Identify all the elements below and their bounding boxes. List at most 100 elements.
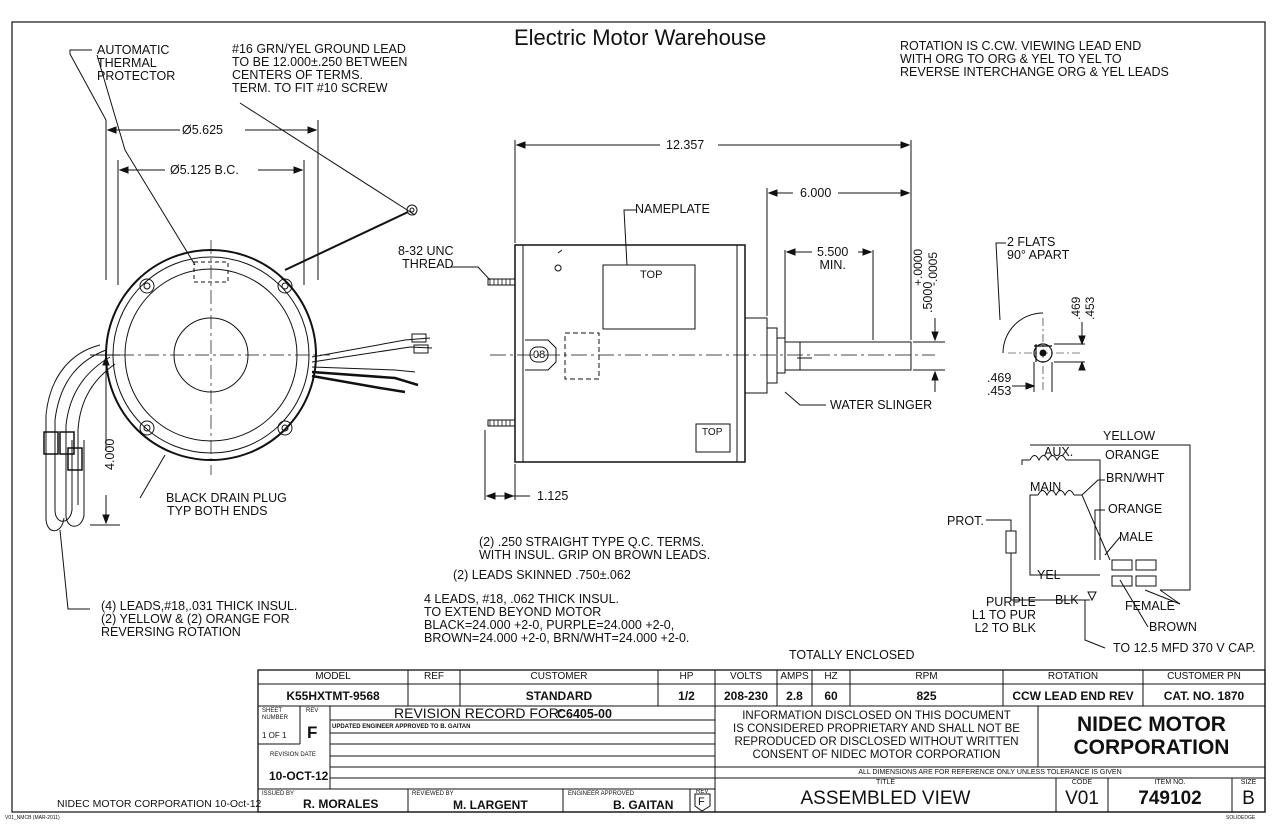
shaft-tol-plus: +.0000 (911, 249, 925, 286)
callout-line: (2) .250 STRAIGHT TYPE Q.C. TERMS. (479, 535, 705, 549)
wire-label-brown: BROWN (1149, 620, 1197, 634)
size-label: SIZE (1240, 779, 1257, 786)
size-value: B (1242, 788, 1255, 809)
connector-label-female: FEMALE (1125, 599, 1176, 613)
callout-line: WITH INSUL. GRIP ON BROWN LEADS. (479, 548, 711, 562)
wire-label-yellow: YELLOW (1103, 429, 1156, 443)
stud-length-dim: 1.125 (537, 489, 569, 503)
disclosure-line: IS CONSIDERED PROPRIETARY AND SHALL NOT … (733, 723, 1020, 735)
capacitor-note: TO 12.5 MFD 370 V CAP. (1113, 641, 1256, 655)
callout-line: TO EXTEND BEYOND MOTOR (424, 605, 602, 619)
callout-line: AUTOMATIC (97, 43, 170, 57)
revision-record-id: C6405-00 (557, 707, 612, 721)
height-dim-label: 4.000 (103, 439, 117, 470)
disclosure-line: CONSENT OF NIDEC MOTOR CORPORATION (752, 749, 1001, 761)
reviewed-by-label: REVIEWED BY (412, 791, 454, 797)
enclosure-label: TOTALLY ENCLOSED (789, 648, 915, 662)
min-length-dim: 5.500 MIN. (817, 246, 848, 272)
callout-line: BROWN=24.000 +2-0, BRN/WHT=24.000 +2-0. (424, 631, 690, 645)
issued-by-label: ISSUED BY (262, 791, 295, 797)
header-volts: VOLTS (729, 671, 763, 682)
header-customer: CUSTOMER (530, 671, 588, 682)
rotation-note-line: ROTATION IS C.CW. VIEWING LEAD END (900, 39, 1142, 53)
dimensions-note: ALL DIMENSIONS ARE FOR REFERENCE ONLY UN… (858, 769, 1122, 776)
revision-date-label: REVISION DATE (270, 752, 316, 758)
callout-line: TERM. TO FIT #10 SCREW (232, 81, 388, 95)
wire-label-brn-wht: BRN/WHT (1106, 471, 1165, 485)
title-block-grid (257, 669, 1266, 813)
header-ref: REF (424, 671, 444, 682)
note-line: L2 TO BLK (974, 621, 1036, 635)
callout-line: BLACK=24.000 +2-0, PURPLE=24.000 +2-0, (424, 618, 675, 632)
code-label: CODE (1071, 779, 1093, 786)
disclosure-line: REPRODUCED OR DISCLOSED WITHOUT WRITTEN (734, 736, 1019, 748)
dim-line: .469 (987, 371, 1012, 385)
company-line: NIDEC MOTOR (1077, 713, 1226, 736)
rotation-note-line: WITH ORG TO ORG & YEL TO YEL TO (900, 52, 1122, 66)
nameplate-callout: NAMEPLATE (635, 202, 710, 216)
engineer-label: ENGINEER APPROVED (568, 791, 635, 797)
connector-label-male: MALE (1119, 530, 1154, 544)
issued-by-value: R. MORALES (303, 797, 379, 811)
rev-small-value: F (698, 796, 705, 808)
callout-line: 2 FLATS (1007, 235, 1056, 249)
wiring-diagram (986, 444, 1191, 649)
callout-line: TYP BOTH ENDS (167, 504, 268, 518)
wire-label-yel: YEL (1037, 568, 1061, 582)
note-line: PURPLE (985, 595, 1036, 609)
thread-callout: 8-32 UNC THREAD (398, 245, 454, 271)
rev-value: F (307, 723, 318, 742)
dim-line: .453 (987, 384, 1012, 398)
item-value: 749102 (1138, 788, 1202, 809)
value-hp: 1/2 (678, 689, 695, 703)
value-rotation: CCW LEAD END REV (1012, 689, 1134, 703)
value-hz: 60 (824, 689, 838, 703)
four-leads-callout: 4 LEADS, #18, .062 THICK INSUL. TO EXTEN… (424, 593, 689, 645)
header-hp: HP (679, 671, 694, 682)
callout-line: (4) LEADS,#18,.031 THICK INSUL. (101, 599, 298, 613)
top-label: TOP (702, 427, 723, 438)
side-view (450, 140, 945, 500)
value-customer: STANDARD (525, 689, 593, 703)
title-label: TITLE (875, 779, 896, 786)
end-view (43, 49, 433, 610)
outer-diameter-dim: Ø5.625 (182, 123, 224, 137)
callout-line: THERMAL (97, 56, 157, 70)
header-customer-pn: CUSTOMER PN (1167, 671, 1241, 682)
flat-dim-b: .453 (1083, 296, 1097, 320)
rotation-note: ROTATION IS C.CW. VIEWING LEAD END WITH … (900, 40, 1169, 79)
callout-line: (2) YELLOW & (2) ORANGE FOR (101, 612, 290, 626)
wire-label-orange: ORANGE (1105, 448, 1160, 462)
flats-callout: 2 FLATS 90° APART (1007, 236, 1069, 262)
disclosure-note: INFORMATION DISCLOSED ON THIS DOCUMENT I… (715, 710, 1038, 762)
label-line: NUMBER (262, 715, 289, 721)
footer-company-date: NIDEC MOTOR CORPORATION 10-Oct-12 (57, 798, 262, 810)
skinned-leads-callout: (2) LEADS SKINNED .750±.062 (453, 568, 631, 582)
value-rpm: 825 (916, 689, 937, 703)
winding-label-aux: AUX. (1044, 445, 1074, 459)
rev-label: REV (306, 708, 319, 714)
item-label: ITEM NO. (1154, 779, 1186, 786)
header-model: MODEL (315, 671, 351, 682)
rotation-note-line: REVERSE INTERCHANGE ORG & YEL LEADS (900, 65, 1169, 79)
engineer-value: B. GAITAN (613, 798, 674, 812)
sheet-value: 1 OF 1 (262, 731, 287, 740)
callout-line: REVERSING ROTATION (101, 625, 241, 639)
footer-form-code: V01_NMCB (MAR-2011) (5, 815, 60, 821)
header-rpm: RPM (915, 671, 938, 682)
water-slinger-callout: WATER SLINGER (830, 398, 933, 412)
wire-label-blk: BLK (1055, 593, 1079, 607)
drain-plug-callout: BLACK DRAIN PLUG TYP BOTH ENDS (166, 492, 287, 518)
callout-line: 90° APART (1007, 248, 1070, 262)
callout-line: PROTECTOR (97, 69, 176, 83)
flat-dim-horizontal: .469 .453 (987, 372, 1011, 398)
shaft-dia-label: .5000 (921, 282, 935, 313)
value-amps: 2.8 (786, 689, 803, 703)
qc-terms-callout: (2) .250 STRAIGHT TYPE Q.C. TERMS. WITH … (479, 536, 710, 562)
bolt-circle-dim: Ø5.125 B.C. (170, 163, 239, 177)
callout-line: BLACK DRAIN PLUG (166, 491, 287, 505)
sheet-number-label: SHEET NUMBER (262, 708, 288, 722)
company-line: CORPORATION (1073, 736, 1230, 759)
dim-line: MIN. (819, 258, 846, 272)
header-rotation: ROTATION (1047, 671, 1099, 682)
